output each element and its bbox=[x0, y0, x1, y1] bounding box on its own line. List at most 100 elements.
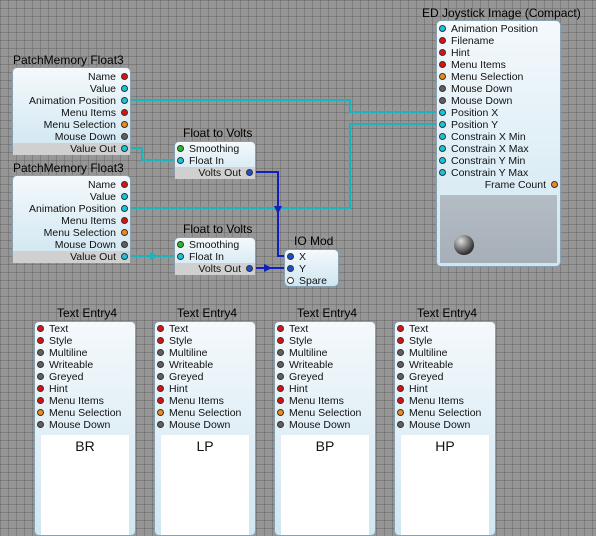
joy-port-constrain-x-max[interactable]: Constrain X Max bbox=[437, 143, 560, 155]
joy-port-constrain-y-min[interactable]: Constrain Y Min bbox=[437, 155, 560, 167]
te4-port-style[interactable]: Style bbox=[395, 335, 495, 347]
wire-arrow-iomod-y bbox=[264, 264, 272, 272]
te4-port-multiline[interactable]: Multiline bbox=[395, 347, 495, 359]
joy-port-constrain-x-min[interactable]: Constrain X Min bbox=[437, 131, 560, 143]
pm2-port-mouse-down[interactable]: Mouse Down bbox=[13, 239, 130, 251]
te4-port-menu-items[interactable]: Menu Items bbox=[395, 395, 495, 407]
patchmemory-2-title: PatchMemory Float3 bbox=[13, 161, 124, 175]
te2-port-writeable[interactable]: Writeable bbox=[155, 359, 255, 371]
te3-port-mouse-down[interactable]: Mouse Down bbox=[275, 419, 375, 431]
text-entry-4-module[interactable]: Text Style Multiline Writeable Greyed Hi… bbox=[394, 321, 496, 536]
joy-port-menu-selection[interactable]: Menu Selection bbox=[437, 71, 560, 83]
te4-port-hint[interactable]: Hint bbox=[395, 383, 495, 395]
patchmemory-1-title: PatchMemory Float3 bbox=[13, 53, 124, 67]
pm1-port-name[interactable]: Name bbox=[13, 71, 130, 83]
wire-arrow-iomod-x bbox=[274, 206, 282, 214]
wire-ftv1-to-iomod-x bbox=[256, 171, 288, 257]
patchmemory-1-module[interactable]: Name Value Animation Position Menu Items… bbox=[12, 67, 131, 155]
te4-port-mouse-down[interactable]: Mouse Down bbox=[395, 419, 495, 431]
pm2-port-value-out[interactable]: Value Out bbox=[13, 251, 130, 263]
te2-port-greyed[interactable]: Greyed bbox=[155, 371, 255, 383]
pm2-port-animation-position[interactable]: Animation Position bbox=[13, 203, 130, 215]
te3-port-multiline[interactable]: Multiline bbox=[275, 347, 375, 359]
joystick-image-area[interactable] bbox=[440, 195, 557, 263]
te1-port-menu-selection[interactable]: Menu Selection bbox=[35, 407, 135, 419]
te2-port-menu-items[interactable]: Menu Items bbox=[155, 395, 255, 407]
te2-port-multiline[interactable]: Multiline bbox=[155, 347, 255, 359]
te2-port-style[interactable]: Style bbox=[155, 335, 255, 347]
te1-port-hint[interactable]: Hint bbox=[35, 383, 135, 395]
pm1-port-value-out[interactable]: Value Out bbox=[13, 143, 130, 155]
pm2-port-name[interactable]: Name bbox=[13, 179, 130, 191]
ftv1-port-smoothing[interactable]: Smoothing bbox=[175, 143, 255, 155]
text-entry-4-display[interactable]: HP bbox=[401, 435, 489, 535]
pm1-port-mouse-down[interactable]: Mouse Down bbox=[13, 131, 130, 143]
te4-port-menu-selection[interactable]: Menu Selection bbox=[395, 407, 495, 419]
text-entry-3-title: Text Entry4 bbox=[296, 306, 358, 320]
joy-port-mouse-down-1[interactable]: Mouse Down bbox=[437, 83, 560, 95]
float-to-volts-2-module[interactable]: Smoothing Float In Volts Out bbox=[174, 237, 256, 275]
joy-port-hint[interactable]: Hint bbox=[437, 47, 560, 59]
te2-port-mouse-down[interactable]: Mouse Down bbox=[155, 419, 255, 431]
te1-port-menu-items[interactable]: Menu Items bbox=[35, 395, 135, 407]
te3-port-greyed[interactable]: Greyed bbox=[275, 371, 375, 383]
te4-port-writeable[interactable]: Writeable bbox=[395, 359, 495, 371]
ftv2-port-float-in[interactable]: Float In bbox=[175, 251, 255, 263]
joy-port-constrain-y-max[interactable]: Constrain Y Max bbox=[437, 167, 560, 179]
joystick-module[interactable]: Animation Position Filename Hint Menu It… bbox=[436, 20, 561, 267]
ftv1-port-float-in[interactable]: Float In bbox=[175, 155, 255, 167]
pm2-port-menu-items[interactable]: Menu Items bbox=[13, 215, 130, 227]
float-to-volts-1-module[interactable]: Smoothing Float In Volts Out bbox=[174, 141, 256, 179]
io-mod-module[interactable]: X Y Spare bbox=[284, 249, 339, 287]
te1-port-greyed[interactable]: Greyed bbox=[35, 371, 135, 383]
text-entry-3-display[interactable]: BP bbox=[281, 435, 369, 535]
ftv1-port-volts-out[interactable]: Volts Out bbox=[175, 167, 255, 179]
te3-port-menu-selection[interactable]: Menu Selection bbox=[275, 407, 375, 419]
te3-port-menu-items[interactable]: Menu Items bbox=[275, 395, 375, 407]
iomod-port-spare[interactable]: Spare bbox=[285, 275, 338, 287]
pm2-port-menu-selection[interactable]: Menu Selection bbox=[13, 227, 130, 239]
pm1-port-value[interactable]: Value bbox=[13, 83, 130, 95]
text-entry-3-module[interactable]: Text Style Multiline Writeable Greyed Hi… bbox=[274, 321, 376, 536]
joy-port-mouse-down-2[interactable]: Mouse Down bbox=[437, 95, 560, 107]
text-entry-1-display[interactable]: BR bbox=[41, 435, 129, 535]
float-to-volts-1-title: Float to Volts bbox=[183, 126, 253, 140]
text-entry-4-title: Text Entry4 bbox=[416, 306, 478, 320]
joystick-title: ED Joystick Image (Compact) bbox=[422, 6, 581, 20]
pm1-port-animation-position[interactable]: Animation Position bbox=[13, 95, 130, 107]
joy-port-position-x[interactable]: Position X bbox=[437, 107, 560, 119]
iomod-port-x[interactable]: X bbox=[285, 251, 338, 263]
pm1-port-menu-items[interactable]: Menu Items bbox=[13, 107, 130, 119]
ftv2-port-volts-out[interactable]: Volts Out bbox=[175, 263, 255, 275]
joy-port-animation-position[interactable]: Animation Position bbox=[437, 23, 560, 35]
te3-port-writeable[interactable]: Writeable bbox=[275, 359, 375, 371]
te1-port-mouse-down[interactable]: Mouse Down bbox=[35, 419, 135, 431]
te2-port-hint[interactable]: Hint bbox=[155, 383, 255, 395]
te1-port-text[interactable]: Text bbox=[35, 323, 135, 335]
joy-port-frame-count[interactable]: Frame Count bbox=[437, 179, 560, 191]
ftv2-port-smoothing[interactable]: Smoothing bbox=[175, 239, 255, 251]
joystick-knob[interactable] bbox=[454, 235, 474, 255]
joy-port-position-y[interactable]: Position Y bbox=[437, 119, 560, 131]
patchmemory-2-module[interactable]: Name Value Animation Position Menu Items… bbox=[12, 175, 131, 263]
pm2-port-value[interactable]: Value bbox=[13, 191, 130, 203]
text-entry-2-title: Text Entry4 bbox=[176, 306, 238, 320]
pm1-port-menu-selection[interactable]: Menu Selection bbox=[13, 119, 130, 131]
te4-port-text[interactable]: Text bbox=[395, 323, 495, 335]
te2-port-text[interactable]: Text bbox=[155, 323, 255, 335]
te2-port-menu-selection[interactable]: Menu Selection bbox=[155, 407, 255, 419]
te1-port-multiline[interactable]: Multiline bbox=[35, 347, 135, 359]
iomod-port-y[interactable]: Y bbox=[285, 263, 338, 275]
te1-port-style[interactable]: Style bbox=[35, 335, 135, 347]
joy-port-filename[interactable]: Filename bbox=[437, 35, 560, 47]
te4-port-greyed[interactable]: Greyed bbox=[395, 371, 495, 383]
te3-port-text[interactable]: Text bbox=[275, 323, 375, 335]
text-entry-2-display[interactable]: LP bbox=[161, 435, 249, 535]
text-entry-2-module[interactable]: Text Style Multiline Writeable Greyed Hi… bbox=[154, 321, 256, 536]
joy-port-menu-items[interactable]: Menu Items bbox=[437, 59, 560, 71]
te3-port-style[interactable]: Style bbox=[275, 335, 375, 347]
te3-port-hint[interactable]: Hint bbox=[275, 383, 375, 395]
te1-port-writeable[interactable]: Writeable bbox=[35, 359, 135, 371]
wire-pm1-valueout-to-ftv1 bbox=[128, 147, 178, 161]
text-entry-1-module[interactable]: Text Style Multiline Writeable Greyed Hi… bbox=[34, 321, 136, 536]
